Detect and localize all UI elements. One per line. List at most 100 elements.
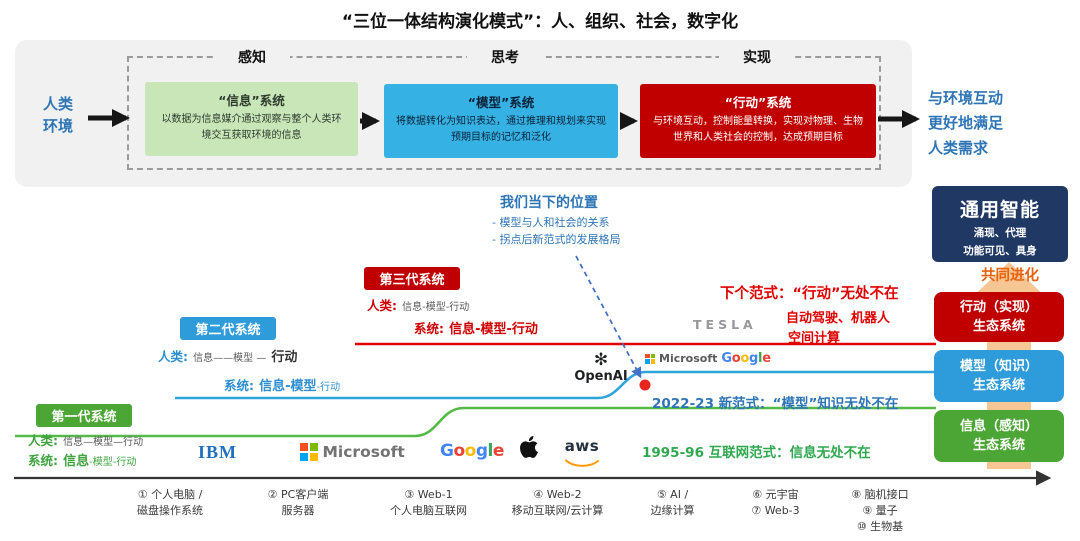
axis-item-line: ② PC客户端 — [267, 488, 329, 501]
current-position-bullet1: - 模型与人和社会的关系 — [492, 216, 610, 229]
gen2-human-row: 人类: 信息——模型 — 行动 — [158, 346, 297, 365]
gen3-system-row: 系统: 信息-模型-行动 — [414, 318, 538, 337]
stage-header-realization: 实现 — [719, 47, 795, 67]
axis-item-line: ④ Web-2 — [533, 488, 582, 501]
internet-paradigm-note: 1995-96 互联网范式：信息无处不在 — [642, 445, 871, 461]
coevolution-label: 共同进化 — [981, 268, 1039, 284]
axis-item-6: ⑥ 元宇宙 ⑦ Web-3 — [728, 487, 823, 519]
aws-smile-icon — [565, 459, 599, 467]
action-eco-line2: 生态系统 — [972, 319, 1025, 334]
gen1-human-label: 人类: — [28, 433, 58, 448]
gen1-label: 第一代系统 — [36, 404, 132, 427]
axis-item-line: ⑥ 元宇宙 — [752, 488, 799, 501]
model-system-text: 将数据转化为知识表达，通过推理和规划来实现预期目标的记忆和泛化 — [396, 116, 606, 143]
gen3-label: 第三代系统 — [364, 267, 460, 290]
openai-logo: ✻ OpenAI — [572, 351, 630, 384]
stage-header-perception: 感知 — [214, 47, 290, 67]
gen2-label: 第二代系统 — [180, 317, 276, 340]
google-letter: g — [749, 351, 759, 366]
current-position-title: 我们当下的位置 — [500, 195, 598, 211]
axis-item-line: 个人电脑互联网 — [390, 504, 467, 517]
inflection-dot — [639, 379, 651, 391]
information-eco-line1: 信息（感知） — [959, 419, 1038, 434]
action-system-box: “行动”系统 与环境互动，控制能量转换，实现对物理、生物世界和人类社会的控制，达… — [640, 84, 876, 158]
env-line1: 人类 — [42, 95, 73, 113]
apple-logo-icon — [520, 436, 538, 462]
outcome-line3: 人类需求 — [928, 139, 989, 157]
gen1-information-line — [15, 406, 936, 438]
microsoft-logo-text: Microsoft — [322, 443, 405, 461]
action-system-text: 与环境互动，控制能量转换，实现对物理、生物世界和人类社会的控制，达成预期目标 — [653, 116, 863, 143]
google-letter: g — [475, 441, 488, 461]
model-ecosystem-box: 模型（知识） 生态系统 — [934, 350, 1064, 402]
axis-item-line: ⑤ AI / — [656, 488, 689, 501]
gen1-system-small: -模型-行动 — [89, 457, 137, 468]
gen3-human-small: 信息-模型-行动 — [402, 302, 470, 313]
axis-item-line: ① 个人电脑 / — [137, 488, 203, 501]
gen3-human-row: 人类: 信息-模型-行动 — [367, 295, 469, 314]
axis-item-2: ② PC客户端 服务器 — [242, 487, 354, 519]
microsoft-small-logo-text: Microsoft — [659, 352, 718, 365]
gen1-human-row: 人类: 信息—模型—行动 — [28, 430, 143, 449]
google-letter: o — [740, 351, 750, 366]
gen3-system-strong: 信息-模型-行动 — [449, 322, 538, 337]
google-logo: Google — [440, 441, 504, 461]
openai-logo-text: OpenAI — [574, 369, 628, 384]
agi-sub2: 功能可见、具身 — [963, 245, 1037, 257]
slide-title: “三位一体结构演化模式”：人、组织、社会，数字化 — [341, 12, 739, 32]
google-letter: e — [762, 351, 771, 366]
gen2-system-label: 系统: — [224, 378, 254, 393]
axis-item-line: 服务器 — [281, 504, 315, 517]
microsoft-small-logo-icon — [645, 353, 655, 364]
google-letter: o — [464, 441, 477, 461]
google-letter: o — [731, 351, 741, 366]
information-ecosystem-box: 信息（感知） 生态系统 — [934, 410, 1064, 462]
axis-item-line: ⑨ 量子 — [862, 504, 898, 517]
aws-logo: aws — [562, 439, 602, 472]
tesla-logo: TESLA — [693, 317, 757, 332]
axis-item-line: ⑩ 生物基 — [856, 520, 904, 533]
env-line2: 环境 — [42, 117, 73, 135]
gen1-system-label: 系统: — [28, 453, 58, 468]
axis-item-1: ① 个人电脑 / 磁盘操作系统 — [105, 487, 235, 519]
outcome-line1: 与环境互动 — [928, 89, 1004, 107]
google-letter: l — [758, 351, 763, 366]
axis-item-line: ⑦ Web-3 — [751, 504, 800, 517]
agi-title: 通用智能 — [959, 199, 1040, 221]
gen3-system-label: 系统: — [414, 321, 444, 336]
action-system-title: “行动”系统 — [724, 95, 792, 110]
next-paradigm-sub1: 自动驾驶、机器人 — [786, 311, 891, 326]
microsoft-logo-icon — [300, 443, 318, 461]
axis-item-line: 边缘计算 — [650, 504, 695, 517]
google-letter: o — [453, 441, 465, 461]
model-system-box: “模型”系统 将数据转化为知识表达，通过推理和规划来实现预期目标的记忆和泛化 — [384, 84, 618, 158]
next-paradigm-note: 下个范式：“行动”无处不在 — [720, 286, 899, 302]
google-letter: e — [492, 441, 505, 461]
google-letter: l — [487, 441, 494, 461]
action-ecosystem-box: 行动（实现） 生态系统 — [934, 292, 1064, 342]
google-small-logo: Google — [721, 351, 771, 366]
human-environment-label: 人类 环境 — [25, 93, 91, 137]
model-eco-line2: 生态系统 — [972, 378, 1025, 393]
gen2-system-row: 系统: 信息-模型-行动 — [224, 375, 340, 394]
stage-header-thinking: 思考 — [467, 47, 543, 67]
model-paradigm-note: 2022-23 新范式：“模型”知识无处不在 — [652, 396, 899, 412]
axis-item-4: ④ Web-2 移动互联网/云计算 — [490, 487, 625, 519]
axis-item-line: 移动互联网/云计算 — [511, 504, 604, 517]
gen1-system-row: 系统: 信息-模型-行动 — [28, 450, 136, 469]
gen2-system-strong: 信息-模型 — [259, 379, 317, 394]
information-system-text: 以数据为信息媒介通过观察与整个人类环境交互获取环境的信息 — [161, 114, 342, 141]
aws-logo-text: aws — [564, 437, 600, 455]
google-letter: G — [440, 441, 454, 461]
outcome-line2: 更好地满足 — [928, 114, 1004, 132]
outcome-text: 与环境互动 更好地满足 人类需求 — [928, 86, 1068, 161]
gen3-human-label: 人类: — [367, 298, 397, 313]
axis-item-line: ⑧ 脑机接口 — [851, 488, 909, 501]
microsoft-logo: Microsoft — [300, 443, 405, 461]
gen2-human-strong: 行动 — [271, 350, 298, 365]
agi-sub1: 涌现、代理 — [973, 227, 1027, 239]
google-letter: G — [721, 351, 732, 366]
microsoft-google-logos: Microsoft Google — [645, 351, 771, 366]
model-system-title: “模型”系统 — [467, 95, 535, 110]
